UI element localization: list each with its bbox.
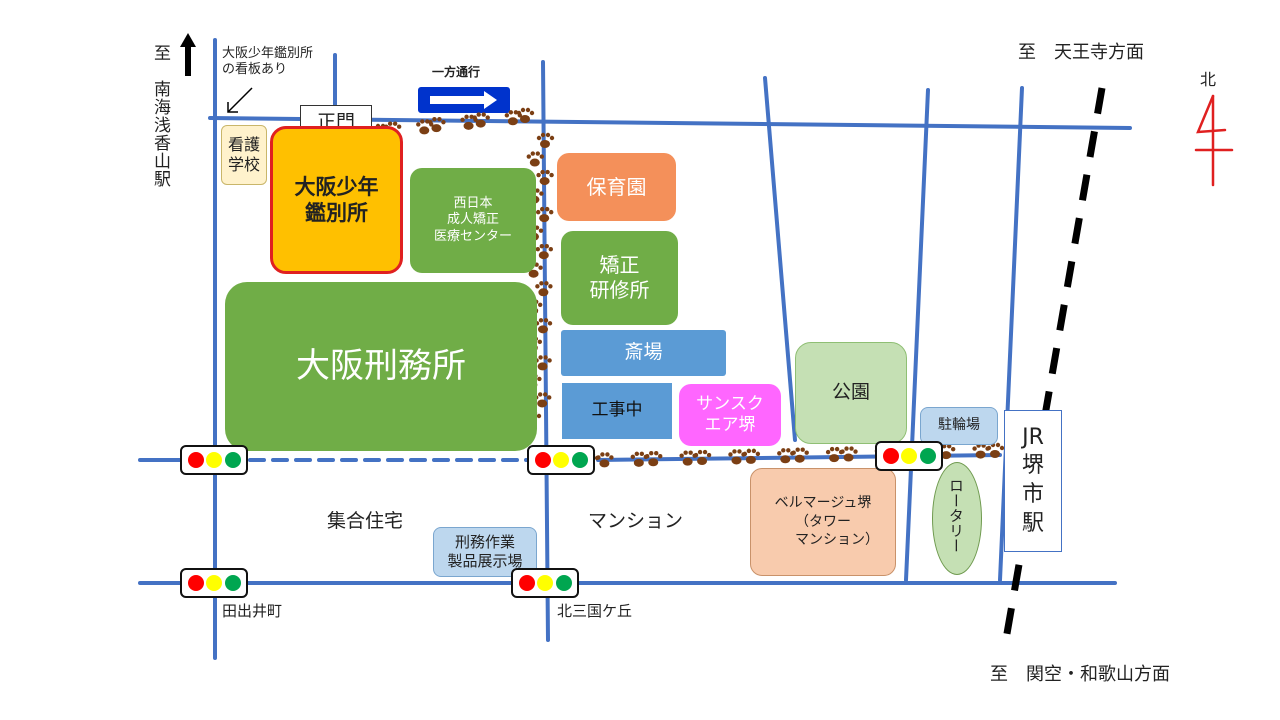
paw-print-icon [534, 355, 552, 371]
bicycle-parking-area: 駐輪場 [920, 407, 998, 445]
paw-print-icon [535, 244, 553, 260]
paw-print-icon [516, 107, 535, 123]
paw-print-icon [825, 446, 844, 463]
compass-north-icon [1194, 94, 1234, 187]
road-center-vertical [541, 60, 550, 642]
taideicho-intersection-label: 田出井町 [222, 602, 283, 620]
red-lamp-icon [518, 575, 535, 591]
rotary-label: ロータリー [947, 478, 965, 553]
paw-print-icon [937, 443, 956, 460]
jr-railway-line [1001, 87, 1106, 646]
paw-print-icon [536, 206, 554, 223]
paw-print-icon [536, 169, 554, 186]
yellow-lamp-icon [901, 448, 917, 464]
jr-sakaishi-station: JR 堺 市 駅 [1004, 410, 1062, 552]
belle-mariage-tower-building: ベルマージュ堺 （タワー マンション） [750, 468, 896, 576]
paw-print-icon [791, 447, 809, 463]
traffic-light-icon [511, 568, 579, 598]
green-lamp-icon [555, 575, 572, 591]
yellow-lamp-icon [206, 452, 222, 468]
traffic-light-icon [180, 445, 248, 475]
yellow-lamp-icon [553, 452, 569, 468]
park-area: 公園 [795, 342, 907, 444]
traffic-light-icon [527, 445, 595, 475]
green-lamp-icon [571, 452, 588, 468]
one-way-arrow-icon [418, 87, 510, 113]
yellow-lamp-icon [537, 575, 553, 591]
nursery-building: 保育園 [557, 153, 676, 221]
paw-print-icon [693, 449, 712, 466]
paw-print-icon [972, 443, 990, 459]
kitamikunigaoka-intersection-label: 北三国ケ丘 [557, 602, 633, 620]
paw-print-icon [535, 281, 553, 297]
paw-print-icon [645, 451, 663, 467]
sunsquare-sakai-building: サンスク エア堺 [679, 384, 781, 446]
red-lamp-icon [187, 575, 204, 591]
traffic-light-icon [180, 568, 248, 598]
direction-tennoji-label: 至 天王寺方面 [1018, 42, 1144, 63]
green-lamp-icon [224, 575, 241, 591]
road-east-2 [904, 88, 930, 582]
yellow-lamp-icon [206, 575, 222, 591]
nishinihon-medical-center-building: 西日本 成人矯正 医療センター [410, 168, 536, 273]
one-way-label: 一方通行 [432, 65, 481, 79]
rotary-area [932, 462, 982, 575]
arrow-north-icon [180, 33, 196, 76]
paw-print-icon [526, 151, 544, 167]
compass-north-label: 北 [1200, 70, 1217, 89]
red-lamp-icon [187, 452, 204, 468]
red-lamp-icon [534, 452, 551, 468]
green-lamp-icon [224, 452, 241, 468]
signboard-note-label: 大阪少年鑑別所 の看板あり [222, 46, 314, 77]
paw-print-icon [840, 446, 858, 462]
road-east-3 [998, 86, 1024, 582]
paw-print-icon [630, 451, 649, 467]
nursing-school-building: 看護 学校 [221, 125, 267, 185]
road-east-1 [763, 76, 797, 442]
direction-kanku-label: 至 関空・和歌山方面 [990, 664, 1170, 685]
osaka-prison-building: 大阪刑務所 [225, 282, 537, 451]
construction-site: 工事中 [562, 383, 672, 439]
direction-nankai-label: 至 南海浅香山駅 [150, 44, 170, 188]
traffic-light-icon [875, 441, 943, 471]
paw-print-icon [742, 448, 761, 464]
mansion-label: マンション [588, 510, 684, 532]
paw-print-icon [536, 132, 555, 148]
apartments-label: 集合住宅 [327, 510, 404, 532]
red-lamp-icon [882, 448, 899, 464]
juvenile-classification-center-building: 大阪少年 鑑別所 [270, 126, 403, 274]
paw-print-icon [416, 119, 434, 135]
funeral-hall-building: 斎場 [561, 330, 726, 376]
pointer-arrow-icon [227, 87, 253, 113]
paw-print-icon [472, 112, 490, 128]
green-lamp-icon [919, 448, 936, 464]
paw-print-icon [596, 452, 614, 468]
correctional-training-center-building: 矯正 研修所 [561, 231, 678, 325]
paw-print-icon [428, 116, 446, 133]
